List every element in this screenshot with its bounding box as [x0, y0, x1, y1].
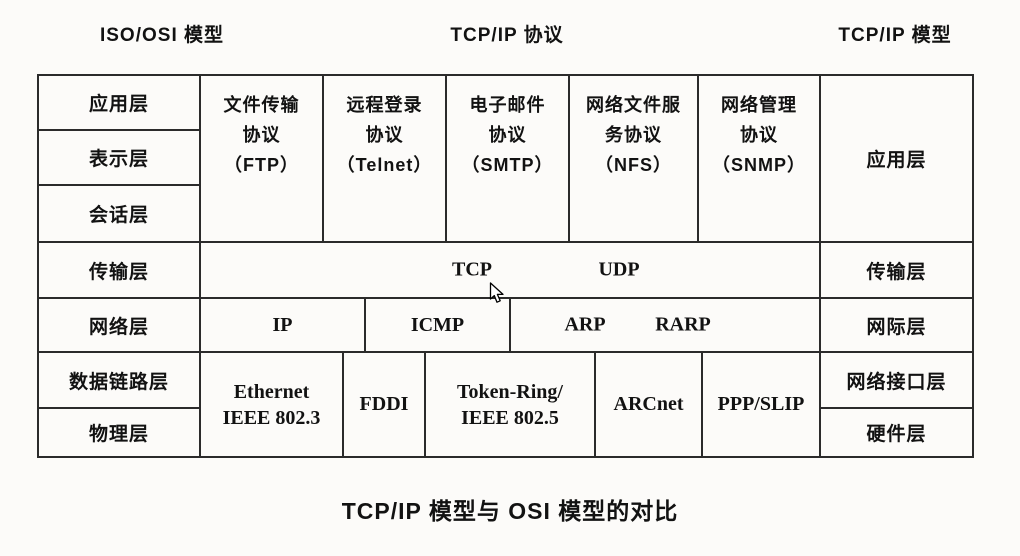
- layer-label: 网际层: [866, 316, 927, 338]
- tcp-label: TCP: [452, 258, 492, 281]
- layer-label: 硬件层: [866, 424, 927, 445]
- protocol-line: （SNMP）: [711, 155, 806, 175]
- udp-label: UDP: [598, 258, 640, 281]
- arcnet-cell: ARCnet: [594, 351, 703, 458]
- protocol-line: （SMTP）: [461, 155, 554, 175]
- layer-label: 网络接口层: [846, 371, 947, 393]
- protocol-line: （NFS）: [595, 155, 672, 175]
- header-tcpip-model: TCP/IP 模型: [838, 25, 952, 46]
- protocol-line: 电子邮件: [469, 95, 546, 115]
- protocol-line: Ethernet: [233, 380, 310, 403]
- tcpip-layer-application: 应用层: [819, 74, 974, 243]
- ppp-slip-cell: PPP/SLIP: [701, 351, 821, 458]
- tcpip-layer-transport: 传输层: [819, 241, 974, 299]
- layer-label: 应用层: [88, 94, 149, 115]
- protocol-cell-ftp: 文件传输 协议 （FTP）: [199, 74, 324, 243]
- protocol-line: 文件传输: [223, 95, 300, 115]
- diagram-caption: TCP/IP 模型与 OSI 模型的对比: [341, 498, 679, 524]
- ip-cell: IP: [199, 297, 366, 353]
- protocol-cell-snmp: 网络管理 协议 （SNMP）: [697, 74, 821, 243]
- fddi-cell: FDDI: [342, 351, 426, 458]
- protocol-line: Token-Ring/: [457, 380, 563, 403]
- osi-layer-network: 网络层: [37, 297, 201, 353]
- layer-label: 表示层: [88, 149, 149, 170]
- osi-layer-transport: 传输层: [37, 241, 201, 299]
- layer-label: 应用层: [866, 150, 927, 171]
- protocol-line: IEEE 802.3: [222, 406, 321, 429]
- protocol-line: 协议: [242, 125, 281, 145]
- header-iso-osi-model: ISO/OSI 模型: [99, 25, 225, 46]
- osi-layer-application: 应用层: [37, 74, 201, 131]
- osi-layer-presentation: 表示层: [37, 129, 201, 186]
- protocol-line: IEEE 802.5: [461, 406, 559, 429]
- protocol-cell-nfs: 网络文件服 务协议 （NFS）: [568, 74, 699, 243]
- layer-label: 传输层: [88, 261, 149, 283]
- header-tcpip-protocols: TCP/IP 协议: [450, 25, 564, 46]
- layer-label: 物理层: [88, 424, 149, 445]
- layer-label: 数据链路层: [68, 371, 169, 393]
- arp-label: ARP: [564, 313, 606, 336]
- layer-label: 传输层: [866, 261, 927, 283]
- protocol-line: 网络文件服: [586, 95, 681, 115]
- mouse-cursor-icon: [489, 282, 504, 303]
- arp-rarp-cell: ARP RARP: [509, 297, 821, 353]
- protocol-line: 网络管理: [721, 95, 797, 115]
- protocol-line: 协议: [740, 125, 778, 145]
- protocol-cell-smtp: 电子邮件 协议 （SMTP）: [445, 74, 570, 243]
- transport-protocols-cell: TCP UDP: [199, 241, 821, 299]
- ip-label: IP: [272, 313, 293, 336]
- osi-layer-session: 会话层: [37, 184, 201, 243]
- tcpip-layer-hardware: 硬件层: [819, 407, 974, 458]
- protocol-line: 务协议: [605, 125, 662, 145]
- protocol-line: 协议: [365, 125, 404, 145]
- rarp-label: RARP: [655, 313, 711, 336]
- icmp-cell: ICMP: [364, 297, 511, 353]
- token-ring-cell: Token-Ring/ IEEE 802.5: [424, 351, 596, 458]
- layer-label: 网络层: [88, 316, 149, 338]
- icmp-label: ICMP: [410, 313, 465, 336]
- protocol-cell-telnet: 远程登录 协议 （Telnet）: [322, 74, 447, 243]
- protocol-line: （Telnet）: [336, 155, 433, 175]
- arcnet-label: ARCnet: [613, 393, 684, 415]
- fddi-label: FDDI: [359, 393, 409, 415]
- protocol-line: 远程登录: [346, 95, 423, 115]
- osi-layer-physical: 物理层: [37, 407, 201, 458]
- layer-label: 会话层: [88, 205, 149, 226]
- ethernet-cell: Ethernet IEEE 802.3: [199, 351, 344, 458]
- protocol-line: 协议: [488, 125, 527, 145]
- osi-layer-datalink: 数据链路层: [37, 351, 201, 409]
- protocol-line: （FTP）: [224, 155, 299, 175]
- tcpip-layer-network-interface: 网络接口层: [819, 351, 974, 409]
- tcpip-layer-internet: 网际层: [819, 297, 974, 353]
- ppp-slip-label: PPP/SLIP: [717, 393, 805, 415]
